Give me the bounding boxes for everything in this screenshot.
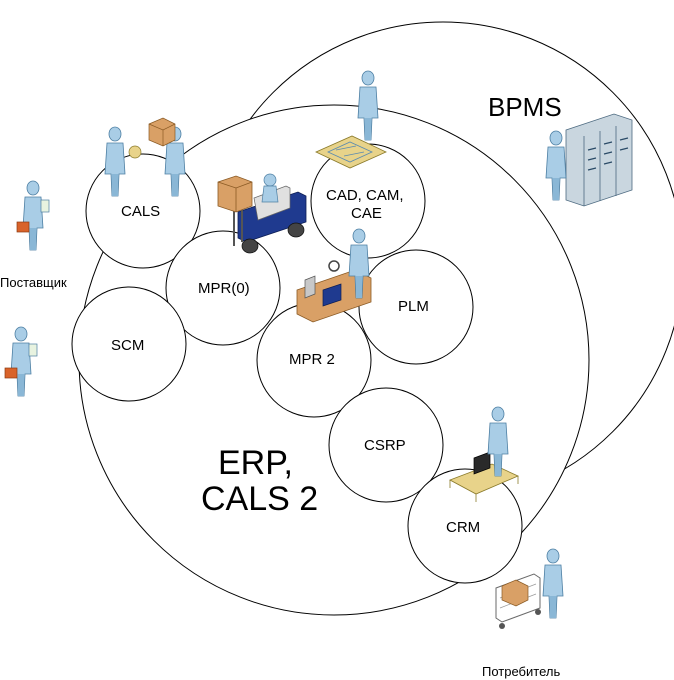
csrp-circle [328,387,444,503]
cals-label: CALS [121,203,160,220]
plm-circle [358,249,474,365]
consumer-label: Потребитель [482,664,560,679]
server-rack-icon [545,113,633,207]
workbench-icon [296,228,372,323]
consumer-person-icon [542,548,564,619]
crm-label: CRM [446,519,480,536]
cart-icon [495,573,541,629]
mpr0-label: MPR(0) [198,280,250,297]
drafting-table-icon [315,70,387,169]
supplier-person-icon-bottom [4,326,38,397]
scm-label: SCM [111,337,144,354]
plm-label: PLM [398,298,429,315]
cals-person-icon-right [148,117,186,197]
supplier-label: Поставщик [0,275,67,290]
erp-label-line2: CALS 2 [201,480,318,518]
tablet-icon [40,199,50,213]
computer-desk-icon [449,406,519,502]
crm-circle [407,468,523,584]
bpms-label: BPMS [488,92,562,122]
package-icon [128,145,142,159]
mpr2-label: MPR 2 [289,351,335,368]
box-icon [148,117,176,147]
mpr0-circle [165,230,281,346]
tablet-icon [28,343,38,357]
erp-label-line1: ERP, [218,444,293,482]
forklift-icon [217,173,307,254]
cad-label-line2: CAE [351,205,382,222]
briefcase-icon [4,367,18,379]
supplier-person-icon-top [16,180,50,251]
scm-circle [71,286,187,402]
briefcase-icon [16,221,30,233]
csrp-label: CSRP [364,437,406,454]
cad-label-line1: CAD, CAM, [326,187,404,204]
